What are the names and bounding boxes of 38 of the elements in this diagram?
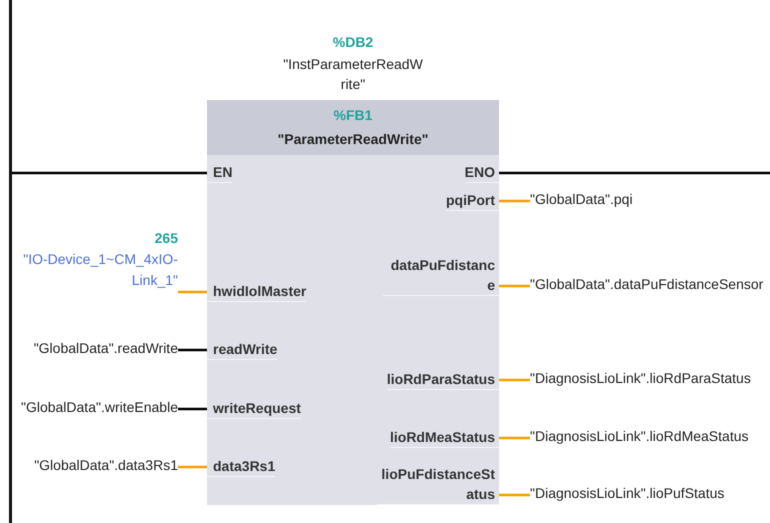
output-pin-label: dataPuFdistance [383,255,499,296]
output-pin-label: pqiPort [446,190,499,211]
input-pin-label: data3Rs1 [207,456,276,477]
wire [178,408,207,410]
wire [499,200,530,202]
wire [499,284,530,288]
operand-label: "GlobalData".dataPuFdistanceSensor [530,274,768,295]
operand-label: "GlobalData".writeEnable [20,397,178,418]
wire [499,436,530,440]
operand-label: "IO-Device_1~CM_4xIO-Link_1" [22,250,178,290]
wire [12,172,207,174]
output-pin-label: ENO [464,162,499,183]
wire [178,348,207,352]
wire [499,378,530,382]
output-pin-label: lioRdMeaStatus [390,427,499,448]
block-address: %FB1 [332,106,374,125]
operand-label: "DiagnosisLioLink".lioPufStatus [530,483,768,504]
operand-value: 265 [154,229,178,248]
operand-label: "GlobalData".data3Rs1 [20,455,178,476]
operand-label: "DiagnosisLioLink".lioRdParaStatus [530,368,768,389]
power-rail [9,0,12,523]
input-pin-label: readWrite [207,339,278,360]
operand-label: "GlobalData".pqi [530,189,768,210]
wire [178,466,207,468]
function-block [207,100,499,505]
output-pin-label: lioRdParaStatus [386,369,499,390]
operand-label: "GlobalData".readWrite [20,338,178,359]
input-pin-label: writeRequest [207,398,301,419]
block-name: "ParameterReadWrite" [276,130,430,149]
operand-label: "DiagnosisLioLink".lioRdMeaStatus [530,426,768,447]
instance-name: "InstParameterReadWrite" [283,55,423,94]
wire [499,172,770,174]
wire [499,494,530,496]
input-pin-label: hwidIolMaster [207,281,306,302]
instance-address: %DB2 [332,33,374,52]
wire [178,290,207,294]
output-pin-label: lioPuFdistanceStatus [377,464,499,505]
input-pin-label: EN [207,162,232,183]
